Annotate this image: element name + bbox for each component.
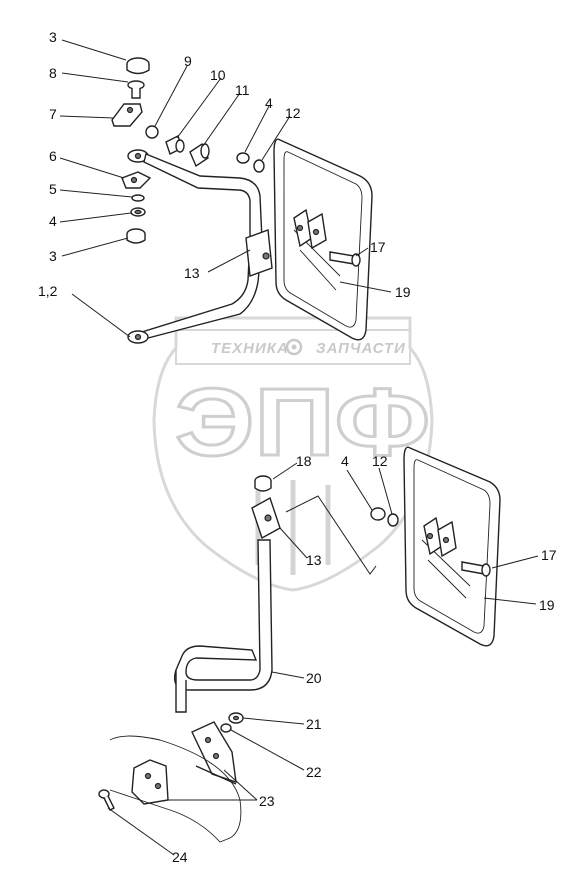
callout-17-top: 17 <box>370 239 386 255</box>
mirror-19-lower <box>403 446 501 647</box>
callout-3-top: 3 <box>49 29 57 45</box>
plate-6 <box>121 171 152 189</box>
cap-18 <box>254 475 272 492</box>
nut-4-lower <box>370 507 386 521</box>
rod-20 <box>173 539 273 713</box>
callout-13-lower: 13 <box>306 552 322 568</box>
nut-21 <box>228 712 244 724</box>
callout-23: 23 <box>259 793 275 809</box>
washer-12-lower <box>387 513 399 527</box>
callout-5: 5 <box>49 181 57 197</box>
callout-6: 6 <box>49 148 57 164</box>
bolt-10 <box>165 135 185 155</box>
bolt-24 <box>98 789 115 811</box>
callout-10: 10 <box>210 67 226 83</box>
washer-5 <box>131 194 145 202</box>
cap-3-lower <box>126 228 146 244</box>
callout-12-lower: 12 <box>372 453 388 469</box>
callout-11: 11 <box>235 82 250 98</box>
lower-assembly <box>98 446 501 843</box>
callout-4-lower: 4 <box>341 453 349 469</box>
callout-22: 22 <box>306 764 322 780</box>
cap-3 <box>126 57 150 75</box>
callout-21: 21 <box>306 716 322 732</box>
callout-1-2: 1,2 <box>38 283 58 299</box>
nut-4-right <box>236 152 250 164</box>
bracket-23 <box>131 721 237 805</box>
watermark-banner <box>175 329 411 365</box>
bushing-11 <box>189 142 210 168</box>
bracket-7 <box>111 103 143 127</box>
callout-3-bottom: 3 <box>49 248 57 264</box>
watermark-logo: ЭПФ <box>175 369 430 476</box>
leader-lines <box>59 39 539 856</box>
gear-icon <box>285 338 303 356</box>
bolt-17-lower <box>461 561 491 577</box>
callout-19-lower: 19 <box>539 597 555 613</box>
callout-13-top: 13 <box>184 265 200 281</box>
washer-9 <box>145 125 159 139</box>
watermark: ТЕХНИКА ЗАПЧАСТИ ЭПФ <box>152 316 434 592</box>
callout-18: 18 <box>296 453 312 469</box>
mirror-arm-upper <box>127 149 273 344</box>
callout-9: 9 <box>184 53 192 69</box>
callout-17-lower: 17 <box>541 547 557 563</box>
callout-7: 7 <box>49 106 57 122</box>
top-assembly <box>111 57 373 344</box>
watermark-brand-right: ЗАПЧАСТИ <box>316 340 406 357</box>
callout-20: 20 <box>306 670 322 686</box>
watermark-brand-left: ТЕХНИКА <box>211 340 289 357</box>
nut-4 <box>130 207 146 217</box>
watermark-shield <box>152 316 434 592</box>
callout-12-top: 12 <box>285 105 301 121</box>
washer-22 <box>220 723 232 733</box>
washer-12 <box>253 159 265 173</box>
callout-4-top: 4 <box>265 95 273 111</box>
bolt-17-upper <box>329 251 361 267</box>
callout-4-left: 4 <box>49 213 57 229</box>
bolt-8 <box>127 80 145 99</box>
mirror-19-upper <box>273 138 373 341</box>
callout-labels: 3 8 7 6 5 4 3 1,2 9 10 11 4 12 17 19 13 … <box>38 29 557 865</box>
leader-bracket <box>285 495 377 575</box>
callout-24: 24 <box>172 849 188 865</box>
callout-19-top: 19 <box>395 284 411 300</box>
callout-8: 8 <box>49 65 57 81</box>
